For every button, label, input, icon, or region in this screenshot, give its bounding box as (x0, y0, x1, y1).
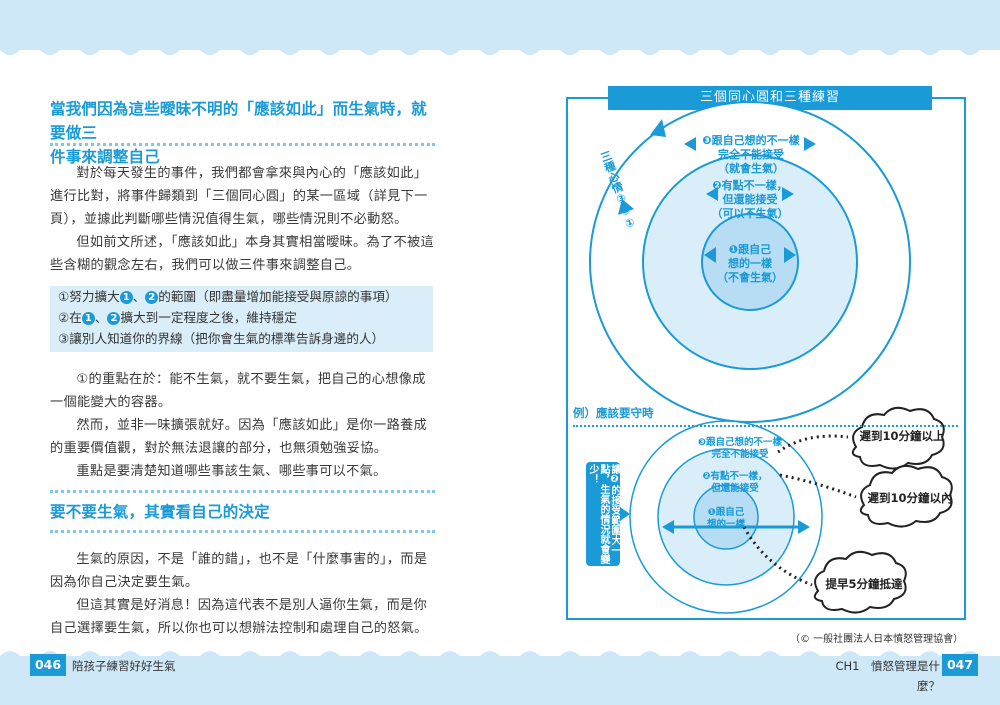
number-badge: 2 (145, 291, 159, 304)
ex-circle-3-label: ❸跟自己想的不一樣完全不能接受 (697, 437, 783, 460)
paragraph: 生氣的原因，不是「誰的錯」，也不是「什麼事害的」，而是因為你自己決定要生氣。 (50, 552, 428, 590)
cloud-1-text: 遲到10分鐘以上 (859, 429, 945, 443)
circle-1 (701, 213, 799, 311)
credit-line: （© 一般社團法人日本憤怒管理協會） (790, 634, 964, 645)
circle-2-label: ❷有點不一樣，但還能接受（可以不生氣） (711, 179, 789, 220)
circle-1-label: ❶跟自己想的一樣（不會生氣） (717, 243, 783, 284)
ex-side-note: 讓❷的接受範圍大一點，生氣的情況就會變少！ (588, 464, 620, 564)
heading-1: 當我們因為這些曖昧不明的「應該如此」而生氣時，就要做三 件事來調整自己 (50, 97, 435, 169)
number-badge: 1 (81, 312, 95, 325)
divider (50, 530, 435, 533)
top-band (0, 0, 1000, 55)
arrow-icon (650, 119, 666, 137)
heading-2: 要不要生氣，其實看自己的決定 (50, 503, 270, 521)
paragraph: 然而，並非一味擴張就好。因為「應該如此」是你一路養成的重要價值觀，對於無法退讓的… (50, 418, 428, 456)
footer-left: 陪孩子練習好好生氣 (72, 659, 176, 673)
circle-3-label: ❸跟自己想的不一樣完全不能接受（就會生氣） (702, 134, 800, 175)
cloud-3 (813, 550, 907, 614)
number-badge: 2 (107, 312, 121, 325)
body-block-3: 生氣的原因，不是「誰的錯」，也不是「什麼事害的」，而是因為你自己決定要生氣。 但… (50, 548, 435, 640)
paragraph: ①的重點在於：能不生氣，就不要生氣，把自己的心想像成一個能變大的容器。 (50, 372, 426, 410)
cloud-1 (851, 406, 945, 470)
chevron-icons (684, 137, 816, 263)
diagram-title: 三個同心圓和三種練習 (608, 86, 932, 110)
heading-1-line2: 件事來調整自己 (50, 148, 160, 166)
ex-side-box (586, 462, 620, 566)
arrow-icon (618, 199, 634, 215)
paragraph: 但這其實是好消息！因為這代表不是別人逼你生氣，而是你自己選擇要生氣，所以你也可以… (50, 598, 428, 636)
paragraph: 重點是要清楚知道哪些事該生氣、哪些事可以不氣。 (76, 464, 387, 479)
arrow-left-icon (662, 520, 674, 534)
paragraph: 對於每天發生的事件，我們都會拿來與內心的「應該如此」進行比對，將事件歸類到「三個… (50, 166, 428, 227)
page-number-right: 047 (942, 654, 978, 676)
example-divider (573, 425, 958, 427)
pointer-icon (620, 507, 630, 521)
top-wave (0, 38, 1000, 55)
page-number-left: 046 (30, 654, 66, 676)
ex-circle-1 (693, 484, 759, 550)
example-label: 例）應該要守時 (573, 406, 654, 420)
bottom-band (0, 651, 1000, 705)
concentric-diagram (586, 101, 953, 614)
ex-circle-1-label: ❶跟自己想的一樣 (706, 507, 745, 530)
divider (50, 490, 435, 493)
footer-right: CH1 憤怒管理是什麼？ (835, 659, 941, 693)
cloud-2 (859, 464, 953, 528)
body-block-1: 對於每天發生的事件，我們都會拿來與內心的「應該如此」進行比對，將事件歸類到「三個… (50, 162, 435, 277)
number-badge: 1 (119, 291, 133, 304)
cloud-2-text: 遲到10分鐘以內 (867, 491, 953, 505)
body-block-2: ①的重點在於：能不生氣，就不要生氣，把自己的心想像成一個能變大的容器。 然而，並… (50, 368, 435, 483)
heading-1-line1: 當我們因為這些曖昧不明的「應該如此」而生氣時，就要做三 (50, 100, 427, 142)
connector-2 (779, 473, 857, 499)
tip-item-3: ③讓別人知道你的界線（把你會生氣的標準告訴身邊的人） (58, 331, 385, 346)
bottom-wave (0, 651, 1000, 666)
paragraph: 但如前文所述，「應該如此」本身其實相當曖昧。為了不被這些含糊的觀念左右，我們可以… (50, 235, 434, 273)
arrow-right-icon (798, 520, 810, 534)
ex-circle-2-label: ❷有點不一樣，但還能接受 (702, 471, 768, 494)
cloud-3-text: 提早5分鐘抵達 (825, 577, 903, 591)
divider (50, 143, 435, 146)
connector-1 (777, 434, 849, 454)
